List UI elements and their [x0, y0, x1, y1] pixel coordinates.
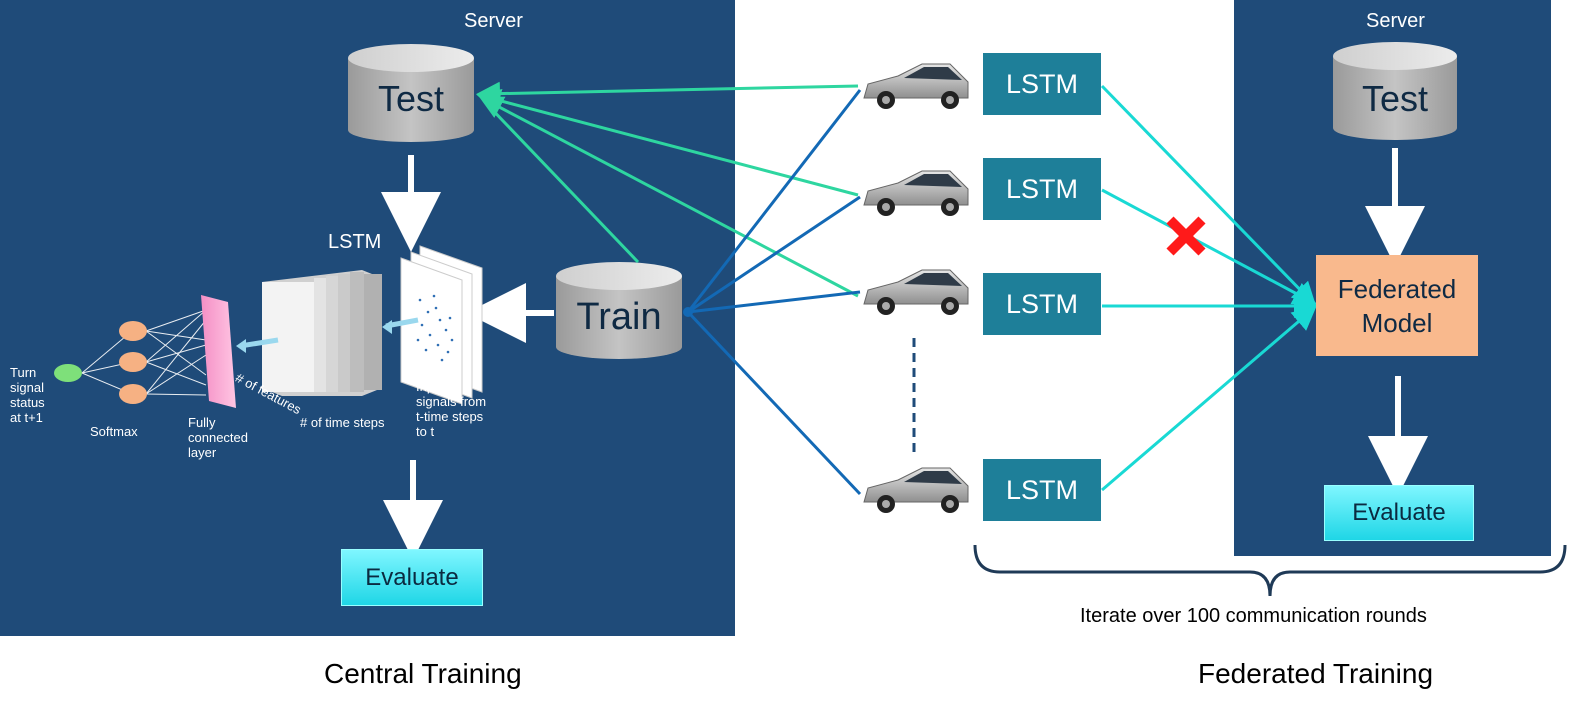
car-icon — [863, 467, 969, 513]
central-server-label: Server — [464, 10, 523, 32]
fully-connected-label: Fully connected layer — [188, 415, 248, 460]
client-lstm-box-3: LSTM — [983, 273, 1101, 335]
lstm-to-federated-arrows — [1100, 84, 1318, 492]
train-label: Train — [576, 296, 662, 338]
output-node — [54, 364, 82, 382]
rounds-brace — [973, 544, 1567, 597]
softmax-node — [119, 384, 147, 404]
lstm-title: LSTM — [328, 231, 382, 253]
car-icon — [863, 170, 969, 216]
car-icon — [863, 269, 969, 315]
train-database-icon — [556, 262, 682, 359]
train-connection-dot — [683, 307, 693, 317]
softmax-node — [119, 321, 147, 341]
iterate-rounds-label: Iterate over 100 communication rounds — [1080, 605, 1427, 627]
input-signal-pages — [400, 245, 483, 405]
cross-icon — [1166, 216, 1206, 256]
car-icon — [863, 63, 969, 109]
client-lstm-box-1: LSTM — [983, 53, 1101, 115]
fed-evaluate-button: Evaluate — [1324, 485, 1474, 541]
central-training-caption: Central Training — [324, 658, 522, 689]
fed-test-label: Test — [1361, 78, 1429, 119]
softmax-label: Softmax — [90, 424, 138, 439]
fed-test-database-icon — [1333, 42, 1457, 140]
turn-signal-label: Turn signal status at t+1 — [10, 365, 45, 425]
test-label: Test — [377, 78, 445, 119]
fed-server-label: Server — [1366, 10, 1425, 32]
federated-training-caption: Federated Training — [1198, 658, 1434, 689]
car-to-train-lines — [686, 89, 862, 496]
central-evaluate-button: Evaluate — [341, 549, 483, 606]
lstm-layer-stack — [262, 270, 382, 396]
time-steps-label: # of time steps — [300, 415, 385, 430]
fully-connected-layer-block — [201, 295, 236, 408]
client-lstm-box-4: LSTM — [983, 459, 1101, 521]
client-lstm-box-2: LSTM — [983, 158, 1101, 220]
softmax-node — [119, 352, 147, 372]
lstm-to-fc-arrow — [239, 337, 279, 349]
input-signals-label: Input signals from t-time steps to t — [416, 379, 487, 439]
car-to-test-arrows — [476, 81, 859, 298]
lstm-network-illustration — [54, 245, 483, 408]
test-database-icon — [348, 44, 474, 142]
federated-model-box: Federated Model — [1316, 255, 1478, 356]
